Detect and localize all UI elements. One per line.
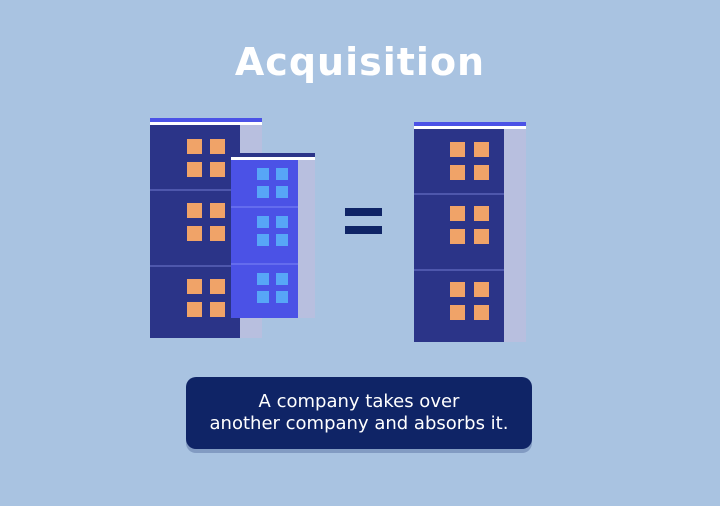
caption-line-1: A company takes over: [258, 391, 460, 412]
caption-line-2: another company and absorbs it.: [209, 413, 509, 434]
diagram-title: Acquisition: [234, 40, 486, 84]
equals-sign-icon: [345, 208, 382, 234]
acquired-building-icon: [231, 153, 315, 318]
caption-box: A company takes over another company and…: [186, 377, 532, 449]
acquirer-building-icon: [150, 118, 262, 338]
result-building-icon: [414, 122, 526, 342]
